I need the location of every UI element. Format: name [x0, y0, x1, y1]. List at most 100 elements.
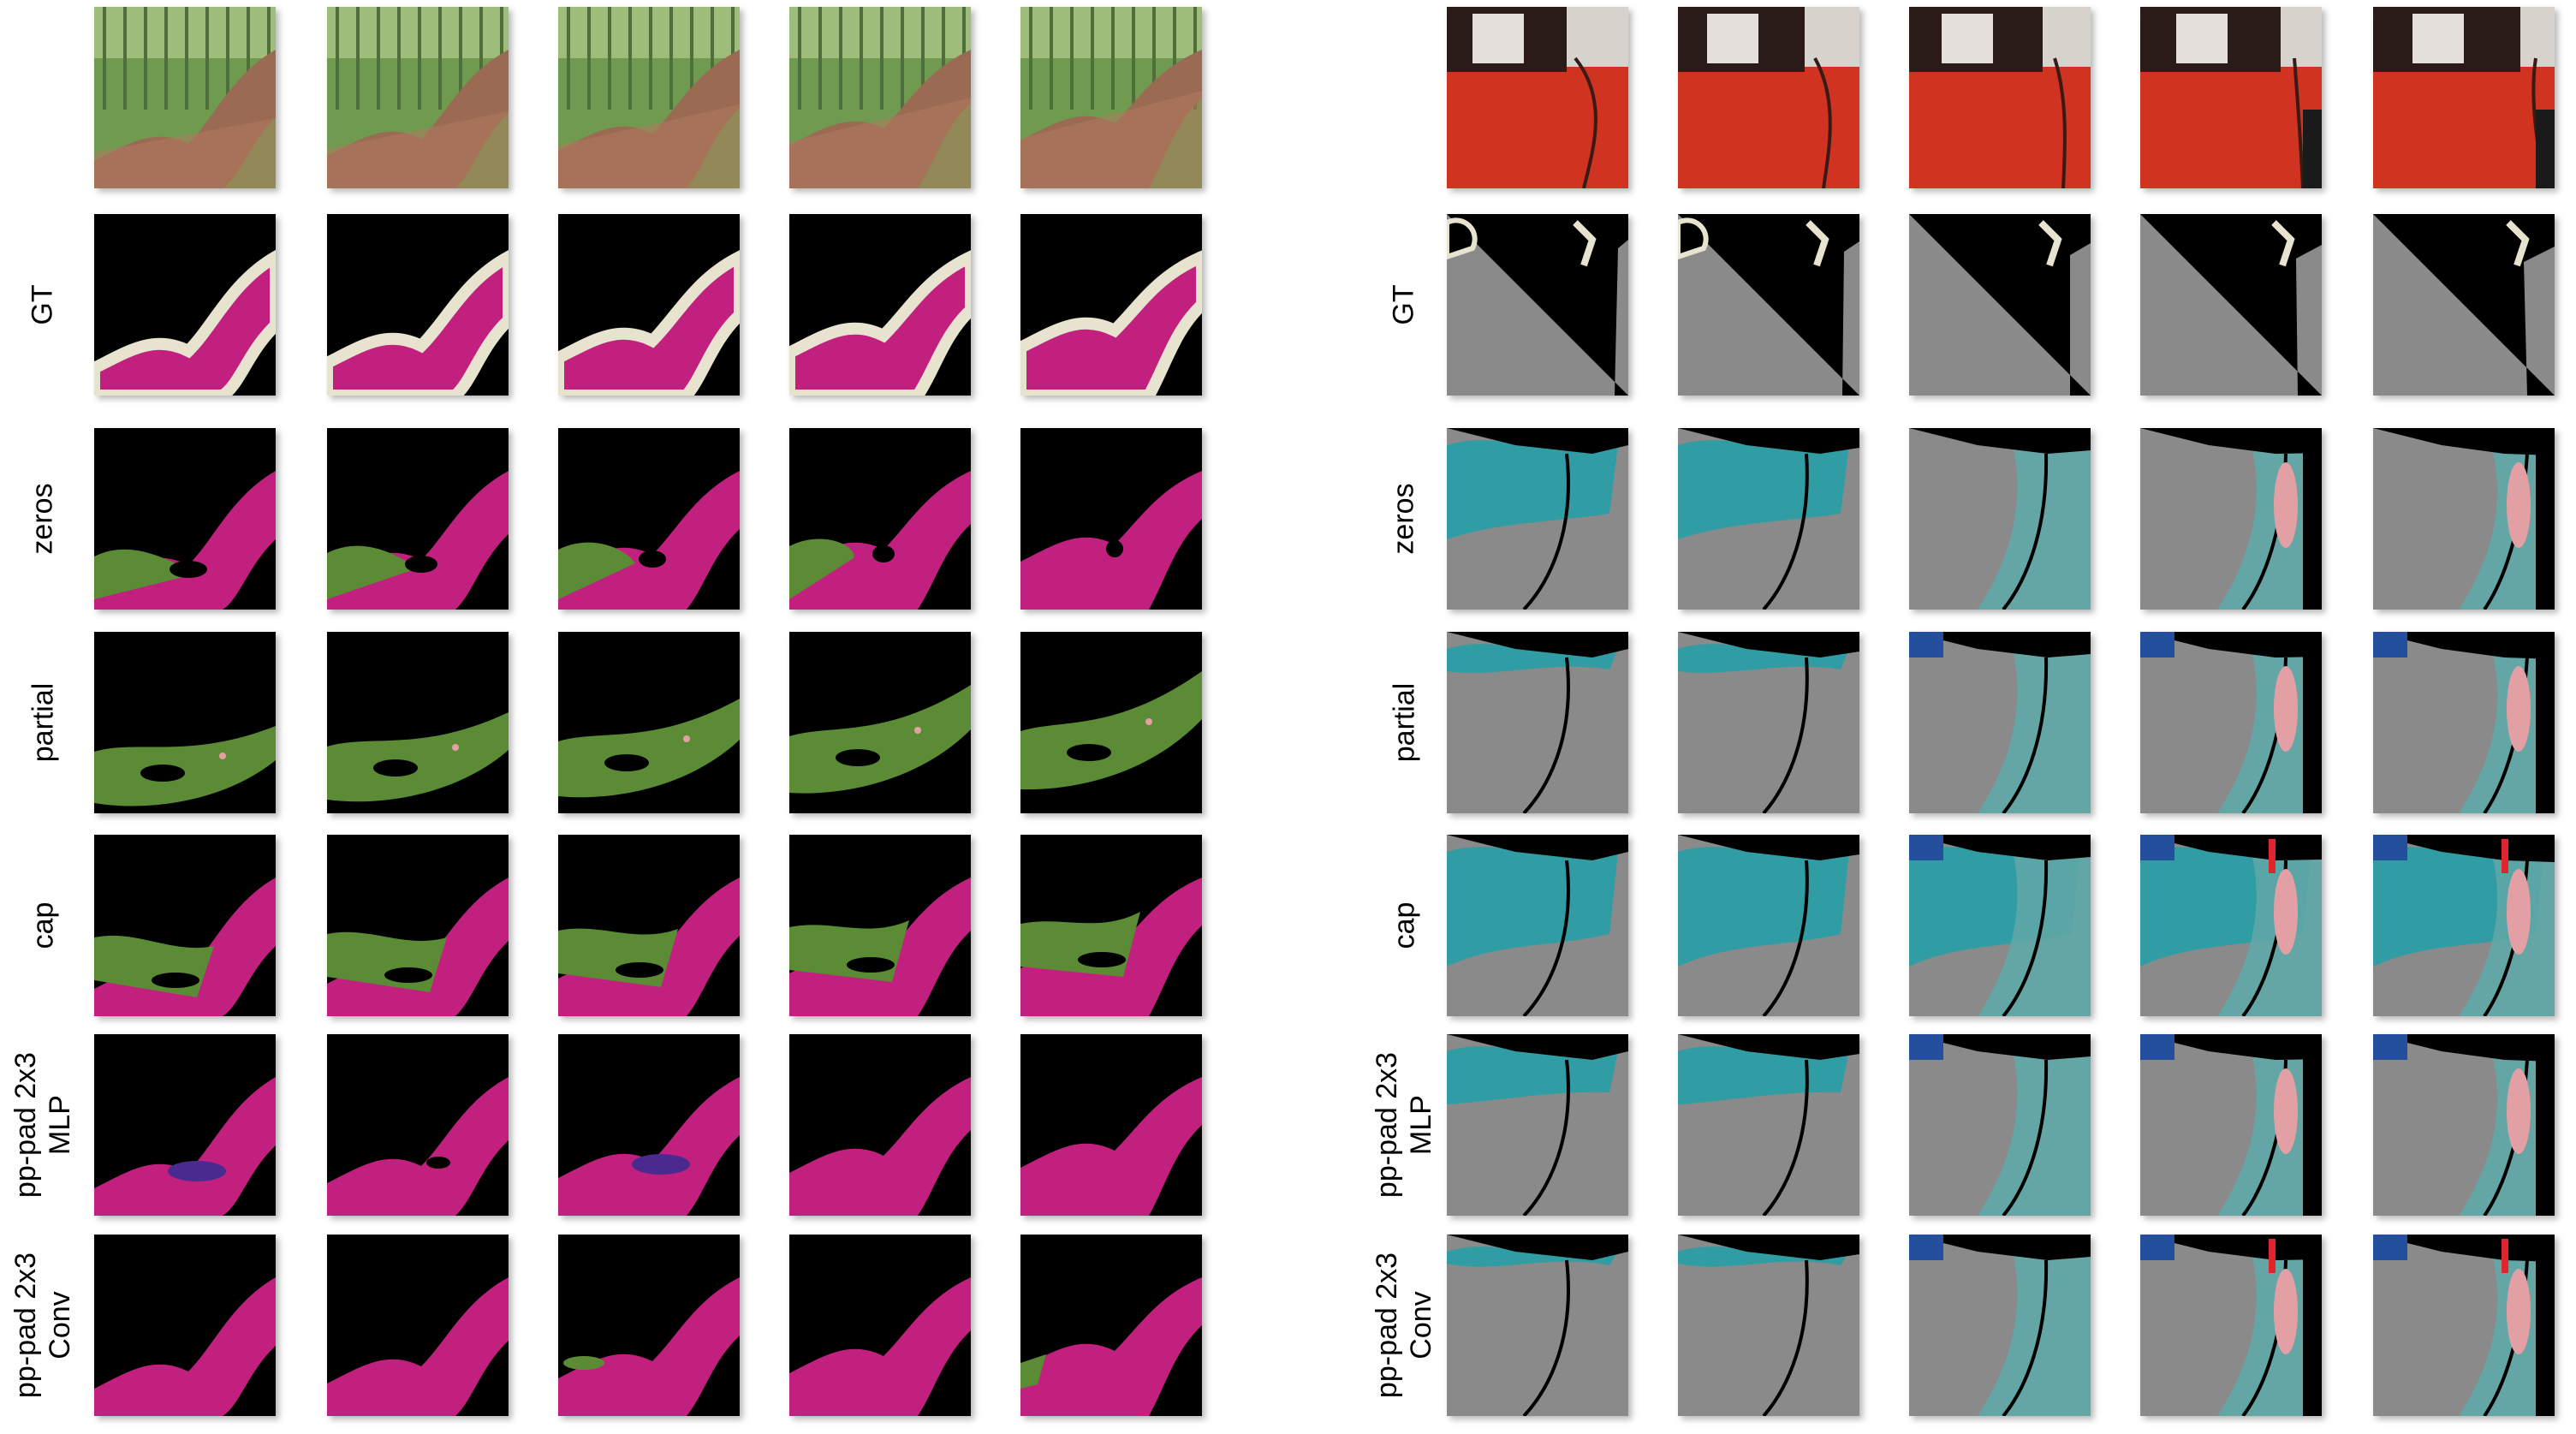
- horse-tile-r3-c0: [94, 632, 276, 813]
- car-segmentation-map: [2140, 7, 2322, 188]
- horse-segmentation-map: [789, 1235, 971, 1416]
- car-segmentation-map: [1678, 1034, 1859, 1216]
- horse-tile-r5-c1: [327, 1034, 509, 1216]
- car-segmentation-map: [2373, 1034, 2555, 1216]
- horse-row-label-text: pp-pad 2x3 Conv: [9, 1252, 77, 1399]
- horse-row-label-text: zeros: [27, 483, 60, 555]
- horse-tile-r4-c1: [327, 835, 509, 1016]
- horse-tile-r1-c1: [327, 214, 509, 396]
- horse-tile-r3-c4: [1020, 632, 1202, 813]
- car-tile-r1-c3: [2140, 214, 2322, 396]
- car-row-label-3: partial: [1387, 632, 1421, 813]
- car-segmentation-map: [1909, 428, 2091, 610]
- car-tile-r2-c0: [1447, 428, 1628, 610]
- horse-tile-r2-c4: [1020, 428, 1202, 610]
- horse-tile-r6-c4: [1020, 1235, 1202, 1416]
- car-tile-r5-c2: [1909, 1034, 2091, 1216]
- car-tile-r1-c1: [1678, 214, 1859, 396]
- horse-segmentation-map: [94, 632, 276, 813]
- horse-segmentation-map: [789, 1034, 971, 1216]
- car-tile-r1-c0: [1447, 214, 1628, 396]
- horse-segmentation-map: [789, 214, 971, 396]
- horse-segmentation-map: [789, 428, 971, 610]
- horse-segmentation-map: [558, 428, 740, 610]
- horse-tile-r2-c1: [327, 428, 509, 610]
- horse-tile-r6-c2: [558, 1235, 740, 1416]
- horse-tile-r0-c3: [789, 7, 971, 188]
- car-tile-r6-c1: [1678, 1235, 1859, 1416]
- horse-segmentation-map: [327, 428, 509, 610]
- car-segmentation-map: [1447, 7, 1628, 188]
- car-segmentation-map: [1678, 1235, 1859, 1416]
- horse-tile-r0-c0: [94, 7, 276, 188]
- horse-segmentation-map: [558, 214, 740, 396]
- car-tile-r3-c0: [1447, 632, 1628, 813]
- car-tile-r4-c4: [2373, 835, 2555, 1016]
- horse-row-label-6: pp-pad 2x3 Conv: [9, 1235, 76, 1416]
- car-row-label-text: partial: [1388, 682, 1421, 763]
- car-segmentation-map: [1909, 632, 2091, 813]
- horse-tile-r6-c3: [789, 1235, 971, 1416]
- car-segmentation-map: [2140, 835, 2322, 1016]
- car-segmentation-map: [1447, 632, 1628, 813]
- horse-segmentation-map: [327, 632, 509, 813]
- horse-segmentation-map: [1020, 7, 1202, 188]
- car-row-label-2: zeros: [1387, 428, 1421, 610]
- horse-segmentation-map: [1020, 1034, 1202, 1216]
- car-row-label-text: GT: [1388, 284, 1420, 325]
- horse-segmentation-map: [327, 835, 509, 1016]
- car-tile-r3-c2: [1909, 632, 2091, 813]
- car-segmentation-map: [2140, 632, 2322, 813]
- horse-tile-r2-c0: [94, 428, 276, 610]
- horse-tile-r3-c1: [327, 632, 509, 813]
- horse-tile-r0-c1: [327, 7, 509, 188]
- car-tile-r3-c3: [2140, 632, 2322, 813]
- horse-row-label-2: zeros: [26, 428, 60, 610]
- car-row-label-text: pp-pad 2x3 Conv: [1371, 1252, 1438, 1399]
- horse-tile-r3-c2: [558, 632, 740, 813]
- horse-tile-r0-c4: [1020, 7, 1202, 188]
- horse-segmentation-map: [327, 7, 509, 188]
- horse-tile-r5-c0: [94, 1034, 276, 1216]
- horse-row-label-0: [26, 7, 60, 188]
- car-tile-r6-c4: [2373, 1235, 2555, 1416]
- horse-tile-r6-c1: [327, 1235, 509, 1416]
- car-segmentation-map: [1678, 632, 1859, 813]
- car-tile-r4-c0: [1447, 835, 1628, 1016]
- horse-segmentation-map: [94, 214, 276, 396]
- car-segmentation-map: [1447, 214, 1628, 396]
- car-row-label-5: pp-pad 2x3 MLP: [1371, 1034, 1437, 1216]
- car-tile-r0-c2: [1909, 7, 2091, 188]
- car-panel: GT zeros partial cap pp-pad 2x3 MLP pp-pad 2x…: [1336, 0, 2576, 1434]
- car-tile-r0-c1: [1678, 7, 1859, 188]
- car-tile-r3-c4: [2373, 632, 2555, 813]
- horse-tile-r4-c2: [558, 835, 740, 1016]
- horse-segmentation-map: [558, 632, 740, 813]
- horse-row-label-text: cap: [27, 901, 60, 949]
- car-segmentation-map: [1909, 1034, 2091, 1216]
- horse-row-label-text: pp-pad 2x3 MLP: [9, 1051, 77, 1199]
- car-tile-r5-c0: [1447, 1034, 1628, 1216]
- horse-segmentation-map: [327, 1235, 509, 1416]
- car-row-label-1: GT: [1387, 214, 1421, 396]
- horse-segmentation-map: [558, 1235, 740, 1416]
- horse-tile-r3-c3: [789, 632, 971, 813]
- horse-segmentation-map: [1020, 632, 1202, 813]
- horse-tile-r1-c4: [1020, 214, 1202, 396]
- horse-row-label-1: GT: [26, 214, 60, 396]
- car-tile-r0-c3: [2140, 7, 2322, 188]
- car-tile-r5-c4: [2373, 1034, 2555, 1216]
- car-segmentation-map: [1909, 7, 2091, 188]
- car-tile-r0-c0: [1447, 7, 1628, 188]
- car-tile-r0-c4: [2373, 7, 2555, 188]
- car-segmentation-map: [1678, 428, 1859, 610]
- car-segmentation-map: [2373, 632, 2555, 813]
- horse-segmentation-map: [1020, 214, 1202, 396]
- horse-tile-r4-c0: [94, 835, 276, 1016]
- car-segmentation-map: [2140, 428, 2322, 610]
- car-row-label-text: zeros: [1388, 483, 1421, 555]
- horse-segmentation-map: [558, 835, 740, 1016]
- horse-segmentation-map: [94, 428, 276, 610]
- car-segmentation-map: [1909, 214, 2091, 396]
- car-row-label-text: cap: [1388, 901, 1421, 949]
